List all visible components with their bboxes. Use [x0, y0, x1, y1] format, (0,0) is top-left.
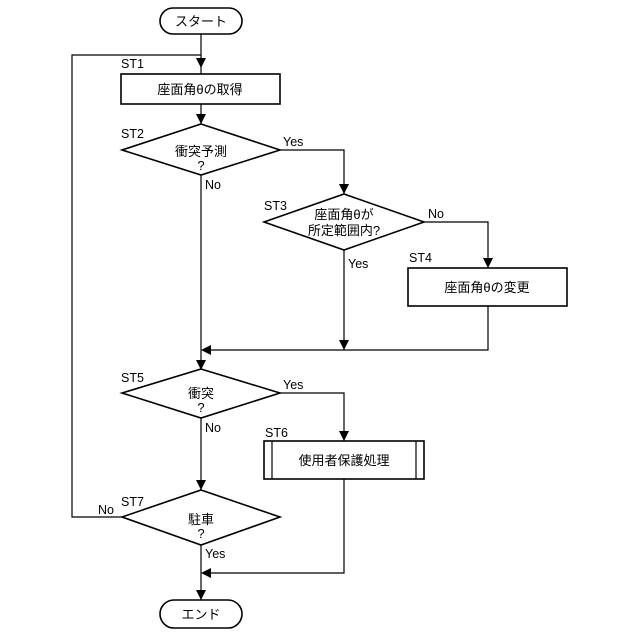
- st1-step-label: ST1: [121, 57, 144, 71]
- st2-step-label: ST2: [121, 127, 144, 141]
- arrowhead: [201, 345, 211, 355]
- st7-line2: ?: [197, 526, 204, 541]
- st3-yes-label: Yes: [348, 257, 368, 271]
- arrowhead: [196, 58, 206, 68]
- st4-step-label: ST4: [409, 251, 432, 265]
- st5-line2: ?: [197, 400, 204, 415]
- start-terminal: スタート: [160, 8, 242, 34]
- st6-text: 使用者保護処理: [298, 453, 389, 468]
- st2-line1: 衝突予測: [175, 144, 227, 159]
- st3-step-label: ST3: [264, 199, 287, 213]
- st5-step-label: ST5: [121, 371, 144, 385]
- st5-no-label: No: [205, 421, 221, 435]
- st5-line1: 衝突: [188, 386, 214, 401]
- end-terminal: エンド: [160, 600, 242, 628]
- arrowhead: [196, 480, 206, 490]
- st2-line2: ?: [197, 158, 204, 173]
- st6-step-label: ST6: [265, 426, 288, 440]
- arrowhead: [339, 340, 349, 350]
- arrowhead: [196, 114, 206, 124]
- st1-text: 座面角θの取得: [157, 82, 242, 97]
- st2-decision: ST2 衝突予測 ? Yes No: [121, 124, 303, 192]
- st7-decision: ST7 駐車 ? No Yes: [98, 490, 280, 561]
- arrowhead: [201, 568, 211, 578]
- st7-line1: 駐車: [188, 512, 214, 527]
- st7-yes-label: Yes: [205, 547, 225, 561]
- arrowhead: [483, 258, 493, 268]
- st2-yes-label: Yes: [283, 135, 303, 149]
- st3-line1: 座面角θが: [314, 207, 373, 222]
- st7-step-label: ST7: [121, 495, 144, 509]
- st2-no-label: No: [205, 178, 221, 192]
- st4-text: 座面角θの変更: [444, 280, 529, 295]
- st3-line2: 所定範囲内?: [308, 223, 380, 238]
- st5-yes-label: Yes: [283, 378, 303, 392]
- start-label: スタート: [175, 14, 227, 29]
- st3-no-label: No: [428, 207, 444, 221]
- st7-no-label: No: [98, 503, 114, 517]
- end-label: エンド: [181, 607, 220, 622]
- arrowhead: [196, 590, 206, 600]
- arrowhead: [339, 184, 349, 194]
- arrowhead: [339, 431, 349, 441]
